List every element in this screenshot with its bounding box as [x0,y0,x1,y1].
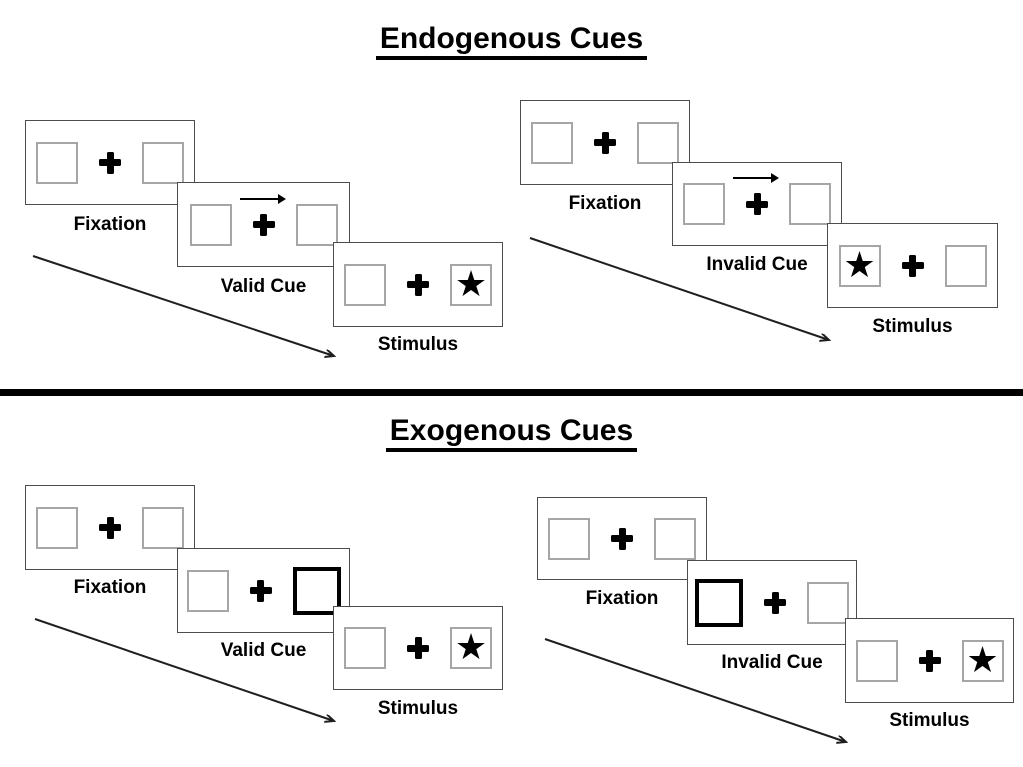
left-placeholder-box [36,141,78,184]
target-star-icon: ★ [454,626,488,667]
left-placeholder-box [344,627,386,669]
panel-label: Valid Cue [220,276,307,297]
fixation-area [593,131,617,155]
panel-stimulus: ★ [333,242,503,327]
right-placeholder-box [142,141,184,184]
panel-stimulus: ★ [827,223,998,308]
right-placeholder-box [142,506,184,549]
panel-label: Stimulus [377,334,459,355]
fixation-area [763,591,787,615]
panel-label: Fixation [585,588,659,609]
fixation-cross-icon [249,579,272,602]
section-title-text: Exogenous Cues [385,414,638,452]
fixation-area [733,173,779,216]
panel-invalid-cue [687,560,857,645]
right-target-box: ★ [450,262,492,306]
panel-label: Valid Cue [220,640,307,661]
fixation-area [98,151,122,175]
panel-valid-cue [177,182,350,267]
cue-arrow-right-icon [733,173,779,183]
fixation-cross-icon [764,591,786,614]
fixation-cross-icon [918,649,941,672]
fixation-cross-icon [99,516,121,539]
panel-fixation [25,120,195,205]
fixation-cross-icon [407,637,429,659]
timeline-arrow [529,237,837,348]
panel-stimulus: ★ [333,606,503,690]
fixation-cross-icon [252,213,275,236]
panel-label: Fixation [568,193,642,214]
panel-label: Stimulus [377,698,459,719]
timeline-arrow [32,255,342,364]
fixation-area [918,649,942,673]
left-placeholder-box [531,121,573,164]
right-placeholder-box [654,517,696,560]
fixation-area [239,193,286,237]
panel-fixation [520,100,690,185]
fixation-cross-icon [611,527,633,550]
cue-arrow-right-icon [239,193,286,204]
left-placeholder-box [683,183,725,225]
fixation-cross-icon [99,151,121,174]
right-cued-box [292,566,341,615]
timeline-arrow [544,638,854,750]
right-placeholder-box [807,581,849,624]
fixation-cross-icon [407,273,429,296]
section-divider [0,389,1023,396]
section-title-text: Endogenous Cues [375,22,648,60]
target-star-icon: ★ [454,262,488,304]
right-target-box: ★ [450,627,492,669]
panel-stimulus: ★ [845,618,1014,703]
fixation-area [610,527,634,551]
left-placeholder-box [36,506,78,549]
endogenous-section-title: Endogenous Cues [0,22,1023,60]
left-placeholder-box [189,203,232,246]
panel-label: Invalid Cue [706,254,808,275]
fixation-area [406,273,430,297]
right-target-box: ★ [961,638,1004,682]
panel-label: Stimulus [872,316,953,337]
left-target-box: ★ [838,243,881,287]
left-placeholder-box [548,517,590,560]
exogenous-section-title: Exogenous Cues [0,414,1023,452]
left-placeholder-box [186,569,229,612]
panel-label: Invalid Cue [721,652,823,673]
panel-valid-cue [177,548,350,633]
left-placeholder-box [344,263,386,306]
right-placeholder-box [789,183,831,225]
fixation-cross-icon [901,254,924,277]
panel-invalid-cue [672,162,842,246]
fixation-area [98,516,122,540]
fixation-area [901,254,925,278]
fixation-area [406,636,430,660]
fixation-area [249,579,273,603]
panel-fixation [537,497,707,580]
target-star-icon: ★ [843,243,876,285]
right-placeholder-box [295,203,338,246]
panel-fixation [25,485,195,570]
timeline-arrow [34,618,342,729]
panel-label: Fixation [73,577,147,598]
right-placeholder-box [944,244,987,287]
left-cued-box [695,578,743,627]
left-placeholder-box [855,639,898,682]
right-placeholder-box [637,121,679,164]
panel-label: Stimulus [889,710,970,731]
panel-label: Fixation [73,214,147,235]
fixation-cross-icon [594,131,616,154]
fixation-cross-icon [746,193,768,215]
target-star-icon: ★ [966,638,999,680]
